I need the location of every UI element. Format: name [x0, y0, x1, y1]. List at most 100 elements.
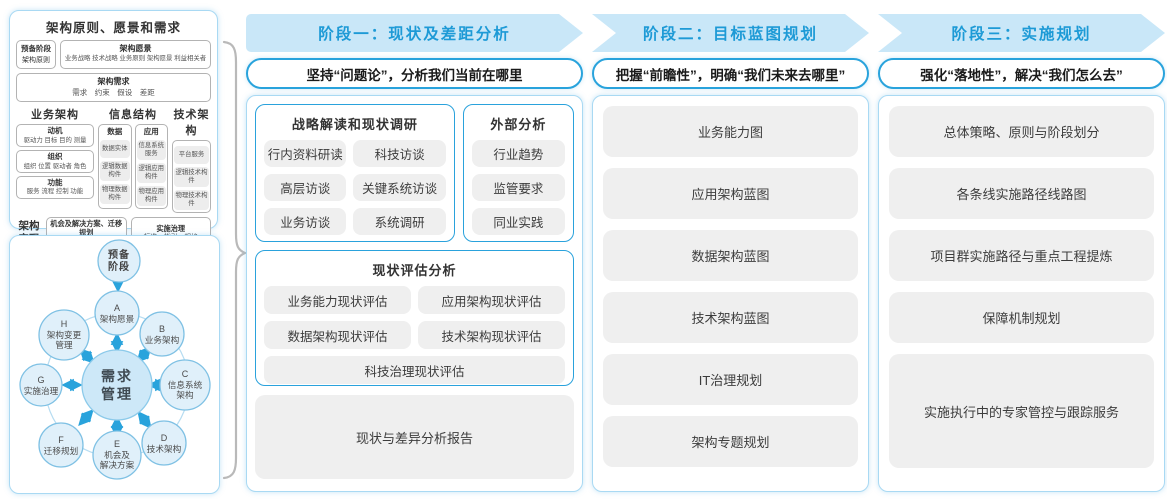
cycle-node-h: H 架构变更 管理: [38, 309, 90, 361]
information-arch-column: 信息结构 数据 数据实体 逻辑数据构件 物理数据构件 应用 信息系统服务: [98, 106, 168, 213]
phase2-column: 阶段二：目标蓝图规划 把握“前瞻性”，明确“我们未来去哪里” 业务能力图 应用架…: [592, 0, 869, 499]
svg-text:预备: 预备: [108, 248, 130, 261]
assessment-item: 业务能力现状评估: [264, 286, 411, 314]
data-item: 数据实体: [100, 139, 130, 158]
phase2-header-band: 阶段二：目标蓝图规划: [592, 14, 869, 52]
external-analysis-title: 外部分析: [490, 117, 547, 132]
svg-text:F: F: [58, 435, 64, 445]
phase3-item: 保障机制规划: [889, 292, 1154, 343]
svg-text:技术架构: 技术架构: [147, 443, 182, 454]
svg-text:架构变更: 架构变更: [47, 329, 82, 340]
application-box: 应用 信息系统服务 逻辑应用构件 物理应用构件: [134, 124, 168, 209]
cycle-node-g: G 实施治理: [19, 363, 63, 407]
organization-title: 组织: [47, 152, 63, 162]
svg-text:机会及: 机会及: [104, 449, 130, 460]
strategy-research-box: 战略解读和现状调研 行内资料研读 科技访谈 高层访谈 关键系统访谈 业务访谈 系…: [255, 104, 455, 242]
external-item: 同业实践: [471, 208, 565, 235]
framework-columns: 业务架构 动机 驱动力 目标 目的 测量 组织 组织 位置 驱动者 角色 功能 …: [16, 106, 211, 214]
prep-phase-box: 预备阶段 架构原则: [16, 40, 56, 69]
strategy-item: 科技访谈: [353, 140, 446, 167]
cycle-node-f: F 迁移规划: [38, 422, 84, 468]
technology-box: 平台服务 逻辑技术构件 物理技术构件: [172, 140, 211, 214]
data-item: 逻辑数据构件: [100, 160, 130, 181]
business-arch-column: 业务架构 动机 驱动力 目标 目的 测量 组织 组织 位置 驱动者 角色 功能 …: [16, 106, 94, 213]
svg-text:E: E: [114, 439, 120, 449]
strategy-item: 关键系统访谈: [353, 174, 446, 201]
arch-vision-box: 架构愿景 业务战略 技术战略 业务原则 架构愿景 利益相关者: [60, 40, 211, 69]
gap-analysis-report: 现状与差异分析报告: [255, 395, 574, 479]
phase1-header-band: 阶段一：现状及差距分析: [246, 14, 583, 52]
technology-item: 逻辑技术构件: [174, 167, 209, 188]
svg-text:迁移规划: 迁移规划: [44, 445, 78, 456]
phase2-content-panel: 业务能力图 应用架构蓝图 数据架构蓝图 技术架构蓝图 IT治理规划 架构专题规划: [592, 95, 869, 492]
cycle-node-e: E 机会及 解决方案: [92, 430, 142, 480]
function-items: 服务 流程 控制 功能: [26, 188, 84, 196]
technology-arch-column: 技术架构 平台服务 逻辑技术构件 物理技术构件: [172, 106, 211, 214]
implementation-governance-title: 实施治理: [156, 223, 186, 233]
organization-box: 组织 组织 位置 驱动者 角色: [16, 150, 94, 173]
framework-row-prep-vision: 预备阶段 架构原则 架构愿景 业务战略 技术战略 业务原则 架构愿景 利益相关者: [16, 40, 211, 69]
arch-vision-items: 业务战略 技术战略 业务原则 架构愿景 利益相关者: [64, 55, 207, 63]
phase3-item: 各条线实施路径线路图: [889, 168, 1154, 219]
svg-text:信息系统: 信息系统: [168, 379, 203, 390]
svg-text:管理: 管理: [101, 386, 133, 402]
technology-item: 物理技术构件: [174, 190, 209, 211]
cycle-node-prep: 预备 阶段: [97, 239, 141, 283]
svg-text:架构愿景: 架构愿景: [100, 313, 135, 324]
application-item: 逻辑应用构件: [136, 162, 166, 183]
svg-text:实施治理: 实施治理: [24, 385, 59, 396]
cycle-node-d: D 技术架构: [141, 420, 187, 466]
cycle-node-c: C 信息系统 架构: [159, 359, 211, 411]
motivation-title: 动机: [47, 126, 63, 136]
motivation-box: 动机 驱动力 目标 目的 测量: [16, 124, 94, 148]
arrow-center-d: [137, 410, 152, 430]
data-box: 数据 数据实体 逻辑数据构件 物理数据构件: [98, 124, 132, 209]
information-arch-title: 信息结构: [109, 109, 157, 122]
application-title: 应用: [143, 127, 159, 137]
external-item: 行业趋势: [471, 140, 565, 167]
phase2-item: 数据架构蓝图: [603, 230, 858, 281]
phase2-item: 架构专题规划: [603, 416, 858, 467]
phase3-item: 项目群实施路径与重点工程提炼: [889, 230, 1154, 281]
phase1-content-panel: 战略解读和现状调研 行内资料研读 科技访谈 高层访谈 关键系统访谈 业务访谈 系…: [246, 95, 583, 492]
assessment-box: 现状评估分析 业务能力现状评估 应用架构现状评估 数据架构现状评估 技术架构现状…: [255, 250, 574, 386]
function-box: 功能 服务 流程 控制 功能: [16, 175, 94, 199]
strategy-item: 高层访谈: [264, 174, 347, 201]
external-item: 监管要求: [471, 174, 565, 201]
architecture-framework-panel: 架构原则、愿景和需求 预备阶段 架构原则 架构愿景 业务战略 技术战略 业务原则…: [9, 10, 218, 249]
cycle-nodes: 预备 阶段 A 架构愿景 B 业务架构 C 信息系统 架构: [19, 239, 211, 480]
application-item: 信息系统服务: [136, 139, 166, 160]
svg-text:解决方案: 解决方案: [100, 459, 135, 470]
assessment-item: 科技治理现状评估: [264, 356, 565, 384]
svg-text:架构: 架构: [176, 389, 194, 400]
assessment-title: 现状评估分析: [372, 263, 457, 278]
adm-cycle-panel: 预备 阶段 A 架构愿景 B 业务架构 C 信息系统 架构: [9, 235, 220, 494]
svg-text:需求: 需求: [101, 368, 133, 384]
svg-text:阶段: 阶段: [108, 260, 130, 273]
prep-phase-label: 预备阶段: [21, 44, 51, 53]
opportunity-migration-title: 机会及解决方案、迁移规划: [50, 219, 123, 238]
assessment-item: 技术架构现状评估: [418, 321, 565, 349]
motivation-items: 驱动力 目标 目的 测量: [23, 136, 87, 144]
technology-item: 平台服务: [174, 146, 209, 165]
svg-text:业务架构: 业务架构: [145, 334, 180, 345]
phase2-item: 技术架构蓝图: [603, 292, 858, 343]
phase3-subtitle: 强化“落地性”，解决“我们怎么去”: [878, 58, 1165, 89]
phase1-subtitle: 坚持“问题论”，分析我们当前在哪里: [246, 58, 583, 89]
organization-items: 组织 位置 驱动者 角色: [23, 162, 87, 170]
strategy-item: 系统调研: [353, 208, 446, 235]
strategy-item: 业务访谈: [264, 208, 347, 235]
arch-requirements-title: 架构需求: [97, 77, 130, 86]
strategy-item: 行内资料研读: [264, 140, 347, 167]
arch-vision-title: 架构愿景: [119, 44, 152, 53]
svg-text:D: D: [161, 433, 168, 443]
data-title: 数据: [107, 127, 123, 137]
cycle-node-a: A 架构愿景: [94, 290, 140, 336]
phase3-content-panel: 总体策略、原则与阶段划分 各条线实施路径线路图 项目群实施路径与重点工程提炼 保…: [878, 95, 1165, 492]
arch-requirements-box: 架构需求 需求 约束 假设 差距: [16, 73, 211, 103]
arrow-center-f: [78, 409, 94, 426]
technology-arch-title: 技术架构: [173, 109, 210, 138]
adm-cycle-diagram: 预备 阶段 A 架构愿景 B 业务架构 C 信息系统 架构: [19, 239, 211, 480]
phase1-column: 阶段一：现状及差距分析 坚持“问题论”，分析我们当前在哪里 战略解读和现状调研 …: [246, 0, 583, 499]
